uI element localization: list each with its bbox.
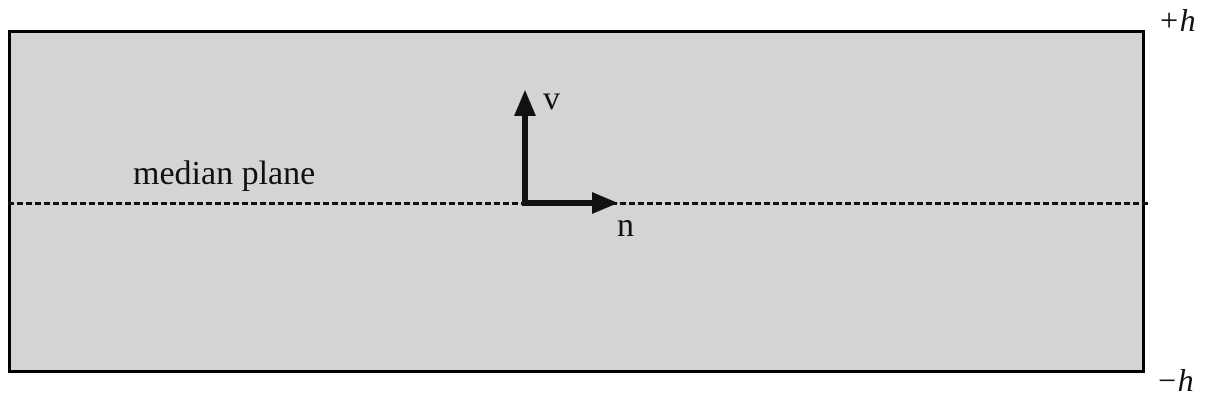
median-plane-label: median plane — [133, 155, 316, 192]
n-axis-label: n — [617, 207, 634, 244]
v-axis-label: v — [543, 80, 560, 117]
median-plane-dashed-line — [8, 202, 1148, 205]
bottom-surface-label: −h — [1156, 362, 1194, 398]
top-surface-label: +h — [1158, 2, 1196, 38]
